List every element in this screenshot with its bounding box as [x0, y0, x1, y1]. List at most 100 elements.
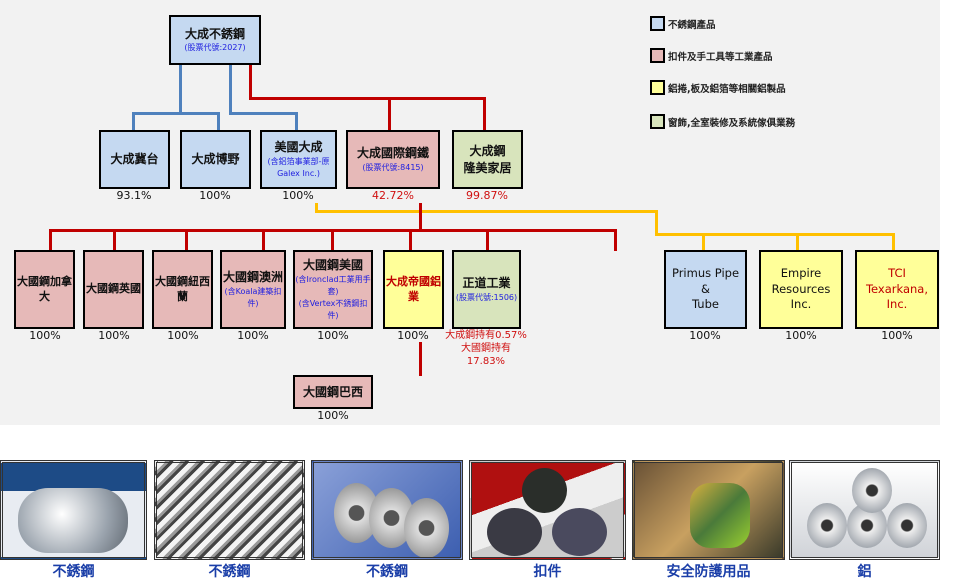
node-name: 大成帝國鋁業 [386, 274, 441, 303]
connector [419, 203, 422, 231]
node-name: 大國鋼紐西蘭 [155, 274, 210, 303]
node-sub: (股票代號:8415) [362, 162, 424, 172]
ownership-pct: 100% [397, 329, 429, 342]
connector [132, 112, 135, 131]
connector [315, 203, 318, 212]
photo-stainless-fittings [0, 460, 147, 560]
org-chart: 大成不銹鋼 (股票代號:2027) 大成冀台 93.1% 大成博野 100% 美… [0, 0, 940, 425]
connector [315, 210, 657, 213]
node-name: 美國大成 [274, 140, 323, 155]
ownership-pct: 100% [29, 329, 61, 342]
node-uk: 大國鋼英國 [83, 250, 144, 329]
swatch [650, 114, 665, 129]
node-tci: TCI Texarkana, Inc. [855, 250, 939, 329]
node-name: Texarkana, Inc. [865, 281, 929, 312]
connector [796, 233, 799, 251]
ownership-pct: 99.87% [466, 189, 508, 202]
product-caption: 不銹鋼 [52, 564, 95, 580]
connector [249, 97, 485, 100]
legend-item: 窗飾,全室裝修及系統傢俱業務 [650, 114, 795, 129]
node-dacheng-intl: 大成國際鋼鐵 (股票代號:8415) [346, 130, 440, 189]
connector [229, 112, 297, 115]
connector [331, 229, 334, 251]
connector [655, 210, 658, 235]
node-name: 大國鋼巴西 [302, 384, 363, 399]
legend-label: 窗飾,全室裝修及系統傢俱業務 [668, 117, 796, 129]
node-dacheng-jitai: 大成冀台 [99, 130, 170, 189]
connector [419, 342, 422, 376]
connector [179, 64, 182, 114]
swatch [650, 80, 665, 95]
product-caption: 安全防護用品 [666, 564, 751, 580]
node-longmei: 大成鋼 隆美家居 [452, 130, 523, 189]
node-canada: 大國鋼加拿大 [14, 250, 75, 329]
photo-stainless-coils [311, 460, 463, 560]
photo-aluminum-coils [789, 460, 940, 560]
ownership-pct: 100% [317, 329, 349, 342]
node-name: Resources Inc. [771, 281, 831, 312]
legend-label: 鋁捲,板及鋁箔等相關鋁製品 [668, 83, 786, 95]
node-dacheng-boye: 大成博野 [180, 130, 251, 189]
node-sub: (含Ironclad工業用手套) [295, 274, 371, 296]
connector [388, 97, 391, 131]
node-primus: Primus Pipe & Tube [664, 250, 747, 329]
ownership-pct: 42.72% [372, 189, 414, 202]
node-name: 大國鋼英國 [86, 282, 141, 296]
node-sub: (股票代號:1506) [455, 292, 518, 302]
node-australia: 大國鋼澳洲 (含Koala建築扣件) [220, 250, 286, 329]
ownership-pct: 93.1% [116, 189, 152, 202]
connector [185, 229, 188, 251]
ownership-pct: 100% [98, 329, 130, 342]
connector [249, 64, 252, 99]
ownership-pct: 100% [199, 189, 231, 202]
connector [892, 233, 895, 251]
node-sub: (含鋁箔事業部-原 [267, 156, 330, 166]
connector [113, 229, 116, 251]
node-usa: 大國鋼美國 (含Ironclad工業用手套) (含Vertex不銹鋼扣件) [293, 250, 373, 329]
photo-safety-gloves [632, 460, 785, 560]
photo-fasteners [469, 460, 626, 560]
node-name: 大成博野 [191, 152, 240, 167]
connector [655, 233, 895, 236]
node-zhengdao: 正道工業 (股票代號:1506) [452, 250, 521, 329]
ownership-pct: 100% [317, 409, 349, 422]
ownership-pct: 大成鋼持有0.57% 大國鋼持有 17.83% [431, 329, 541, 368]
node-sub: Galex Inc.) [277, 168, 320, 178]
legend-item: 鋁捲,板及鋁箔等相關鋁製品 [650, 80, 786, 95]
legend-item: 扣件及手工具等工業產品 [650, 48, 773, 63]
connector [483, 97, 486, 131]
legend-item: 不銹鋼產品 [650, 16, 716, 31]
connector [49, 229, 52, 251]
connector [702, 233, 705, 251]
connector [132, 112, 220, 115]
node-name: 大成冀台 [110, 152, 159, 167]
swatch [650, 48, 665, 63]
legend-label: 不銹鋼產品 [668, 19, 716, 31]
node-sub: (股票代號:2027) [184, 43, 246, 53]
connector [486, 229, 489, 251]
node-us-dacheng: 美國大成 (含鋁箔事業部-原 Galex Inc.) [260, 130, 337, 189]
node-sub: (含Koala建築扣件) [224, 286, 282, 308]
ownership-pct: 100% [785, 329, 817, 342]
product-caption: 扣件 [533, 564, 562, 580]
connector [614, 229, 617, 251]
node-name: Empire [780, 266, 822, 281]
ownership-line: 大成鋼持有0.57% [445, 330, 527, 341]
ownership-pct: 100% [237, 329, 269, 342]
legend-label: 扣件及手工具等工業產品 [668, 51, 773, 63]
node-name: 大國鋼美國 [302, 258, 363, 273]
ownership-pct: 100% [689, 329, 721, 342]
node-name: 大國鋼加拿大 [17, 274, 72, 303]
product-caption: 鋁 [857, 564, 872, 580]
connector [217, 112, 220, 131]
node-sub: (含Vertex不銹鋼扣件) [298, 298, 368, 320]
node-name: 大成鋼 [469, 144, 506, 159]
node-name: Tube [692, 297, 719, 312]
product-caption: 不銹鋼 [208, 564, 251, 580]
node-nz: 大國鋼紐西蘭 [152, 250, 213, 329]
connector [295, 112, 298, 131]
swatch [650, 16, 665, 31]
node-name: 大國鋼澳洲 [222, 270, 283, 285]
node-brazil: 大國鋼巴西 [293, 375, 373, 409]
connector [409, 229, 412, 251]
